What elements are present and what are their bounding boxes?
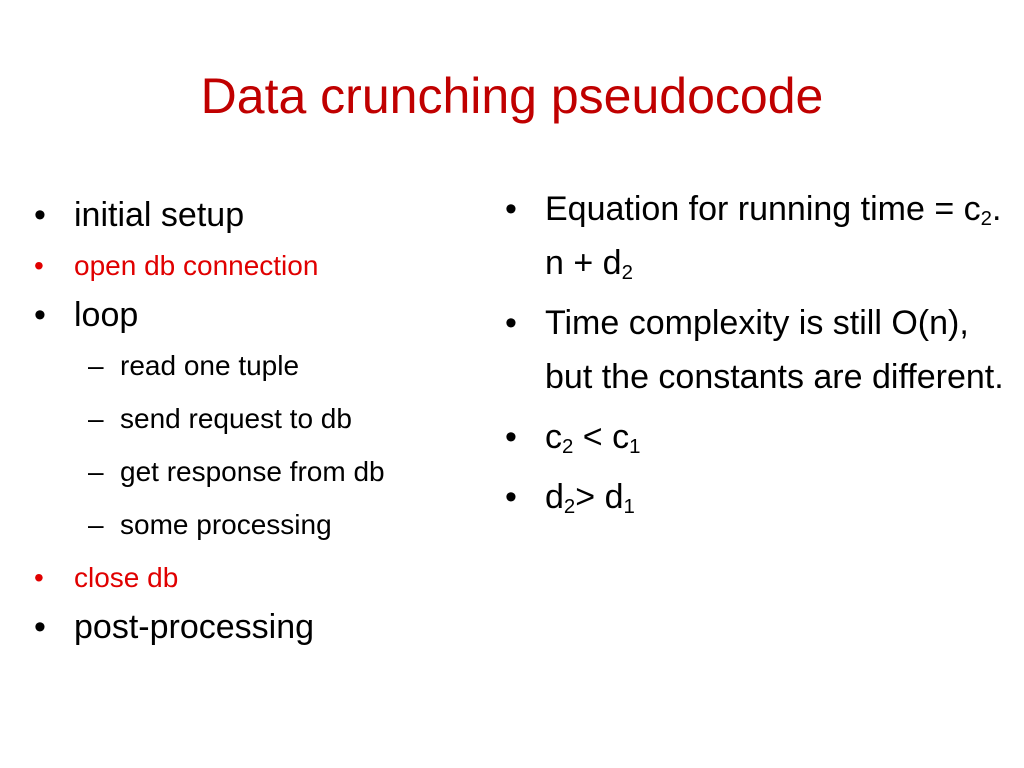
item-label: close db [74, 562, 179, 593]
item-label: open db connection [74, 250, 319, 281]
dash-icon: – [88, 350, 104, 381]
sub-item-some-processing: – some processing [34, 507, 484, 543]
list-item-d-compare: • d2> d1 [505, 470, 1005, 524]
list-item-loop: • loop [34, 292, 484, 338]
bullet-icon: • [505, 478, 517, 516]
item-label: some processing [120, 509, 332, 540]
item-label: loop [74, 296, 139, 334]
bullet-icon: • [34, 250, 44, 281]
list-item-open-db: • open db connection [34, 248, 484, 284]
slide-title: Data crunching pseudocode [200, 68, 824, 124]
bullet-icon: • [34, 196, 46, 234]
list-item-complexity: • Time complexity is still O(n), but the… [505, 296, 1005, 404]
item-label: read one tuple [120, 350, 300, 381]
sub-item-read-tuple: – read one tuple [34, 348, 484, 384]
item-label: send request to db [120, 403, 352, 434]
bullet-icon: • [505, 304, 517, 342]
list-item-post-processing: • post-processing [34, 604, 484, 650]
equation-text: Equation for running time = c2. n + d2 [545, 190, 1002, 285]
item-label: post-processing [74, 608, 315, 646]
dash-icon: – [88, 403, 104, 434]
bullet-icon: • [505, 418, 517, 456]
bullet-icon: • [34, 608, 46, 646]
bullet-icon: • [505, 190, 517, 228]
list-item-equation: • Equation for running time = c2. n + d2 [505, 182, 1005, 290]
dash-icon: – [88, 456, 104, 487]
list-item-initial-setup: • initial setup [34, 192, 484, 238]
list-item-c-compare: • c2 < c1 [505, 410, 1005, 464]
bullet-icon: • [34, 296, 46, 334]
left-bullet-list: • initial setup • open db connection • l… [34, 192, 484, 660]
d-compare-text: d2> d1 [545, 478, 635, 519]
sub-item-get-response: – get response from db [34, 454, 484, 490]
list-item-close-db: • close db [34, 560, 484, 596]
complexity-text: Time complexity is still O(n), but the c… [545, 304, 1004, 396]
right-bullet-list: • Equation for running time = c2. n + d2… [505, 182, 1005, 530]
bullet-icon: • [34, 562, 44, 593]
c-compare-text: c2 < c1 [545, 418, 641, 459]
item-label: initial setup [74, 196, 245, 234]
sub-item-send-request: – send request to db [34, 401, 484, 437]
dash-icon: – [88, 509, 104, 540]
item-label: get response from db [120, 456, 385, 487]
